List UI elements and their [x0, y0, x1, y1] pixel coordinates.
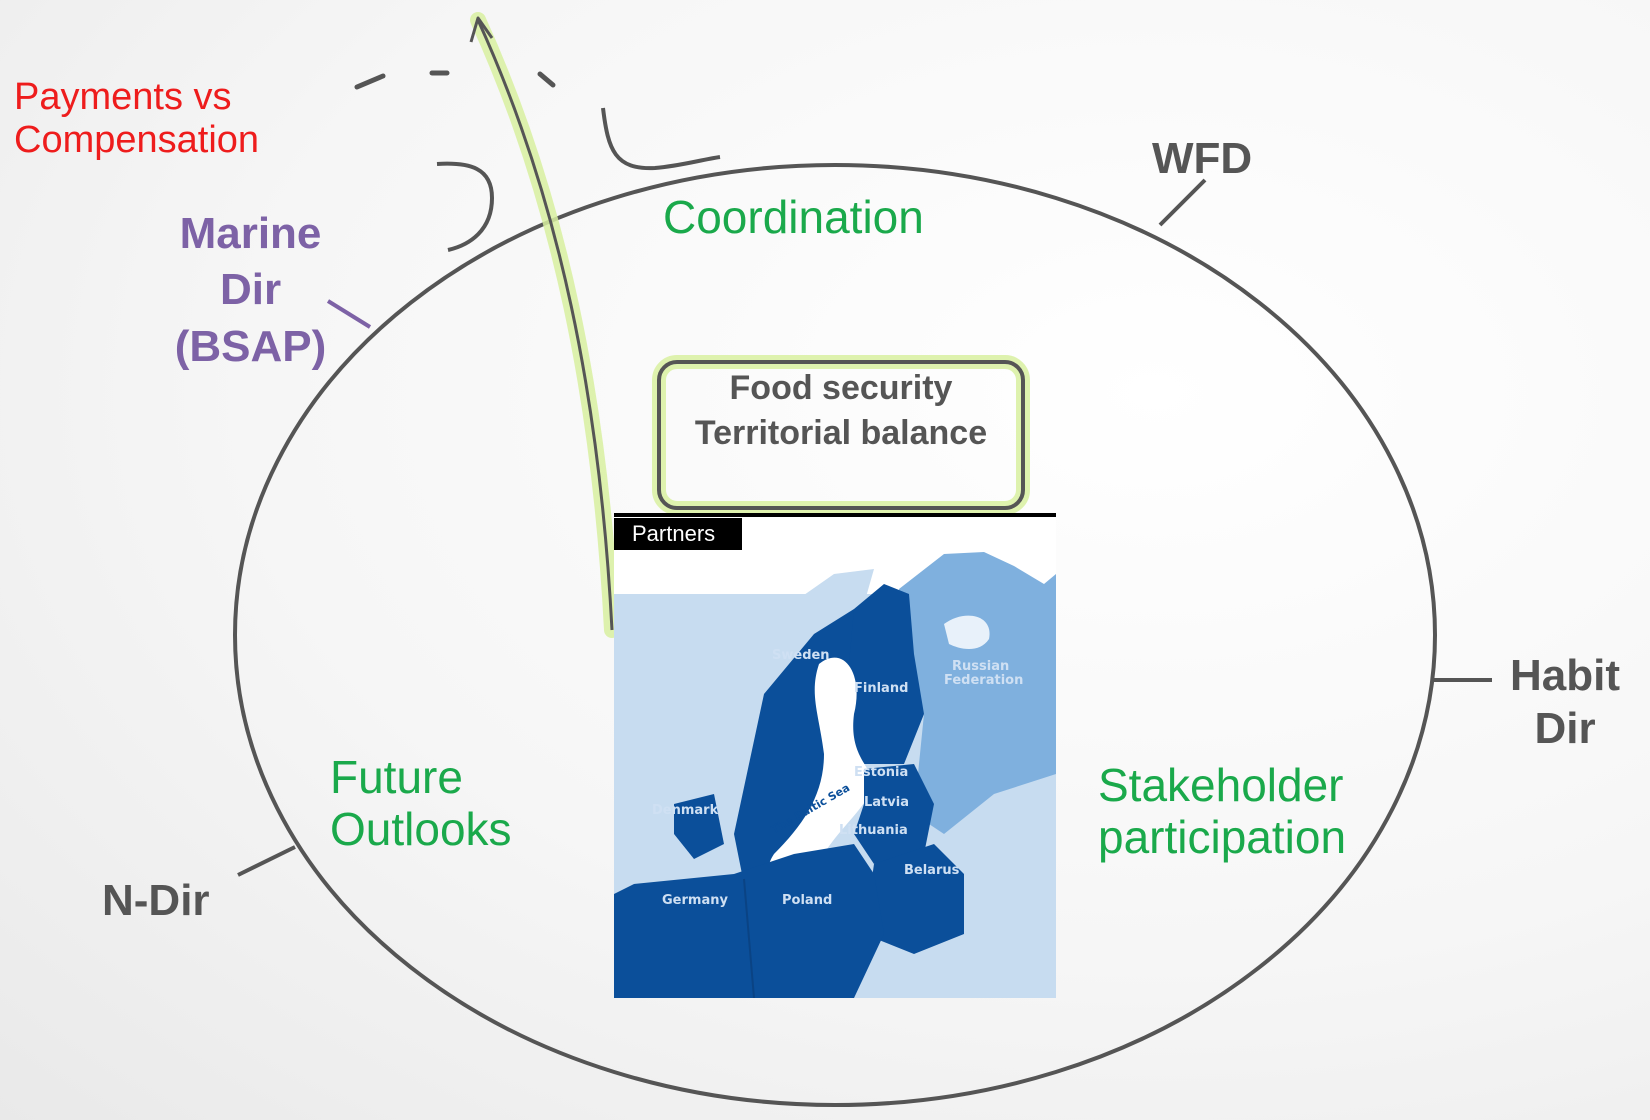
map-baltic-states: [854, 764, 934, 864]
wfd-connector: [1158, 178, 1207, 227]
ndir-connector: [237, 845, 296, 877]
map-partners-tab: Partners: [614, 518, 742, 550]
future-line-1: Future: [330, 751, 463, 803]
marine-line-2: Dir: [219, 265, 282, 315]
stakeholder-line-1: Stakeholder: [1098, 759, 1344, 811]
payments-line-2: Compensation: [14, 118, 260, 161]
box-line-1: Food security: [729, 369, 953, 407]
map-top-border: [614, 513, 1056, 517]
habit-line-1: Habit: [1510, 651, 1620, 700]
main-ellipse: [233, 163, 1437, 1107]
marine-connector: [326, 299, 372, 329]
map-label-germany: Germany: [662, 893, 728, 908]
habit-dir-label: Habit Dir: [1510, 650, 1620, 756]
map-label-belarus: Belarus: [904, 863, 960, 878]
map-label-poland: Poland: [782, 893, 832, 908]
arrow-line: [476, 19, 614, 631]
food-security-text: Food security Territorial balance: [663, 366, 1019, 456]
arrow-head: [469, 16, 494, 43]
map-belarus: [864, 844, 964, 954]
map-finland: [839, 584, 924, 764]
stakeholder-label: Stakeholder participation: [1098, 759, 1347, 863]
map-white-sea: [944, 615, 990, 649]
stakeholder-line-2: participation: [1098, 810, 1347, 863]
map-label-latvia: Latvia: [864, 795, 909, 810]
n-dir-label: N-Dir: [102, 876, 210, 925]
baltic-map: Sweden Finland Russian Federation Estoni…: [614, 514, 1056, 998]
habit-line-2: Dir: [1534, 703, 1596, 753]
map-label-denmark: Denmark: [652, 803, 719, 818]
future-line-2: Outlooks: [330, 802, 512, 855]
left-hook: [436, 161, 495, 252]
map-baltic-sea: [768, 657, 874, 885]
map-label-lithuania: Lithuania: [839, 823, 908, 838]
box-line-2: Territorial balance: [694, 413, 988, 452]
food-security-box: [657, 360, 1025, 510]
right-hook: [601, 107, 721, 171]
map-denmark: [674, 794, 724, 859]
marine-line-1: Marine: [179, 209, 322, 258]
map-germany-poland: [614, 844, 884, 998]
coordination-label: Coordination: [663, 191, 924, 243]
arrow-glow: [470, 12, 620, 638]
map-label-russia-1: Russian: [952, 659, 1009, 674]
map-border-de-pl: [743, 878, 755, 998]
map-label-sweden: Sweden: [772, 648, 830, 663]
marine-line-3: (BSAP): [174, 321, 327, 371]
payments-label: Payments vs Compensation: [14, 76, 259, 161]
map-label-estonia: Estonia: [854, 765, 908, 780]
map-russia: [899, 552, 1056, 834]
dashed-arc: [354, 70, 556, 90]
wfd-label: WFD: [1152, 134, 1253, 183]
marine-dir-label: Marine Dir (BSAP): [168, 206, 333, 375]
map-label-russia-2: Federation: [944, 673, 1023, 688]
payments-line-1: Payments vs: [14, 76, 232, 118]
map-label-finland: Finland: [854, 681, 908, 696]
future-outlooks-label: Future Outlooks: [330, 751, 512, 855]
